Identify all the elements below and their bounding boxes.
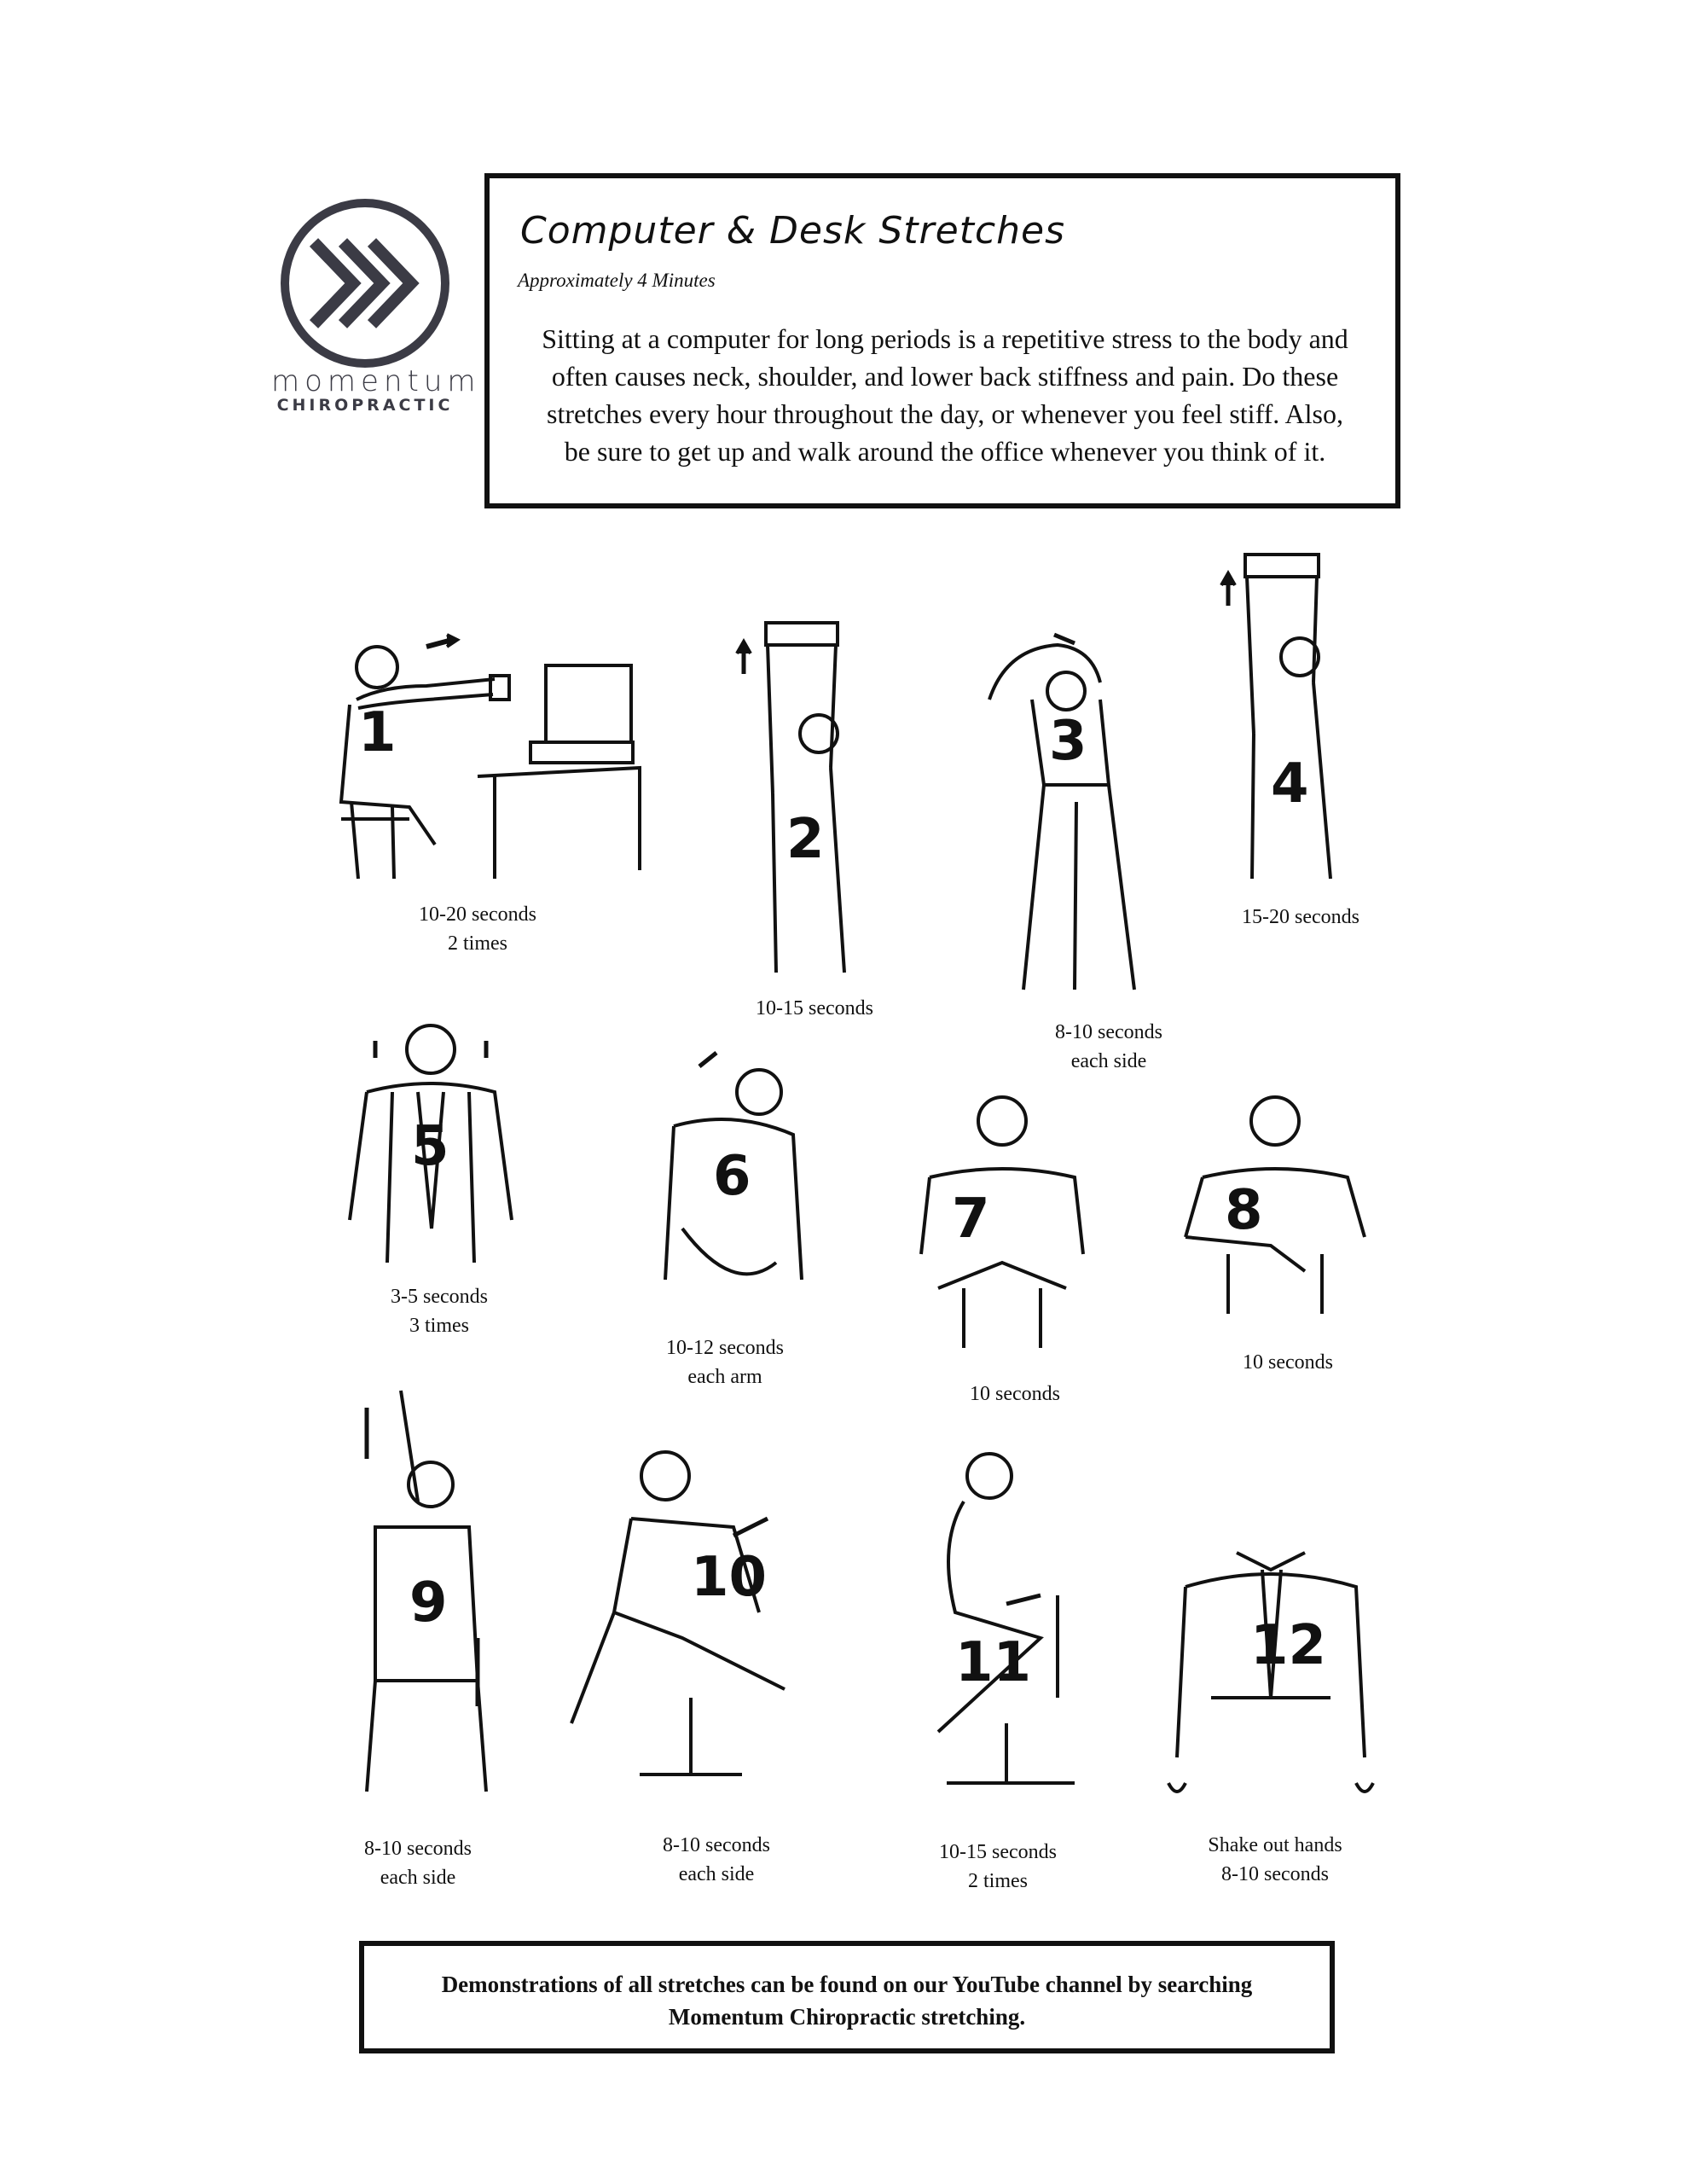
caption-line: each side	[380, 1867, 456, 1889]
stretch-number: 1	[358, 701, 397, 764]
stretch-10-figure: 10	[563, 1442, 793, 1800]
logo-tagline: CHIROPRACTIC	[276, 396, 454, 415]
stretch-1-caption: 10-20 seconds 2 times	[350, 900, 606, 958]
caption-line: 8-10 seconds	[1055, 1021, 1162, 1043]
intro-line: stretches every hour throughout the day,…	[547, 398, 1343, 429]
stretch-7-figure: 7	[904, 1083, 1100, 1356]
intro-text: Sitting at a computer for long periods i…	[510, 320, 1380, 470]
shake-out-hands-illustration: 12	[1167, 1551, 1375, 1793]
stretch-number: 6	[713, 1145, 751, 1208]
stretch-number: 12	[1250, 1614, 1326, 1677]
stretch-7-caption: 10 seconds	[887, 1380, 1143, 1409]
caption-line: 15-20 seconds	[1242, 906, 1359, 928]
header-box: Computer & Desk Stretches Approximately …	[484, 173, 1400, 508]
caption-line: 2 times	[448, 932, 507, 955]
stretch-number: 3	[1049, 710, 1087, 773]
caption-line: each side	[678, 1863, 755, 1885]
footer-note: Demonstrations of all stretches can be f…	[364, 1968, 1330, 2033]
stretch-8-caption: 10 seconds	[1160, 1348, 1416, 1377]
stretch-11-figure: 11	[887, 1442, 1083, 1800]
stretch-12-figure: 12	[1167, 1536, 1375, 1809]
stretch-number: 2	[786, 808, 825, 871]
wrist-press-down-illustration: 7	[919, 1095, 1085, 1348]
stretch-3-figure: 3	[972, 631, 1160, 998]
neck-tilt-behind-back-illustration: 6	[664, 1051, 803, 1281]
stretch-5-figure: 5	[333, 1015, 529, 1271]
stretch-number: 11	[955, 1631, 1031, 1694]
caption-line: 3 times	[409, 1315, 469, 1337]
wrist-flexor-stretch-illustration: 8	[1184, 1095, 1366, 1314]
stretch-number: 9	[409, 1571, 448, 1635]
page-subtitle: Approximately 4 Minutes	[518, 270, 716, 291]
stretch-4-figure: 4	[1211, 529, 1365, 887]
caption-line: each side	[1070, 1050, 1147, 1072]
stretch-10-caption: 8-10 seconds each side	[588, 1831, 844, 1889]
stretch-3-caption: 8-10 seconds each side	[981, 1018, 1237, 1076]
caption-line: 8-10 seconds	[663, 1834, 770, 1856]
stretch-9-figure: 9	[341, 1374, 520, 1809]
stretch-4-caption: 15-20 seconds	[1173, 903, 1429, 932]
caption-line: 2 times	[968, 1870, 1028, 1892]
stretch-11-caption: 10-15 seconds 2 times	[870, 1838, 1126, 1896]
stretch-number: 4	[1271, 752, 1309, 816]
stretch-number: 8	[1225, 1179, 1263, 1242]
stretch-2-caption: 10-15 seconds	[687, 994, 942, 1023]
caption-line: Shake out hands	[1208, 1834, 1342, 1856]
footer-line: Demonstrations of all stretches can be f…	[441, 1972, 1253, 1997]
stretch-number: 5	[411, 1115, 449, 1178]
caption-line: 8-10 seconds	[364, 1838, 472, 1860]
caption-line: 10-15 seconds	[756, 997, 873, 1019]
caption-line: 10-20 seconds	[419, 903, 536, 926]
intro-line: often causes neck, shoulder, and lower b…	[551, 361, 1339, 392]
footer-line: Momentum Chiropractic stretching.	[668, 2004, 1026, 2030]
stretch-number: 7	[952, 1188, 990, 1251]
stretch-9-caption: 8-10 seconds each side	[290, 1834, 546, 1892]
intro-line: Sitting at a computer for long periods i…	[542, 323, 1348, 354]
page-title: Computer & Desk Stretches	[520, 209, 1066, 253]
footer-box: Demonstrations of all stretches can be f…	[359, 1941, 1335, 2053]
logo-brand: momentum	[271, 364, 481, 398]
stretch-6-figure: 6	[648, 1051, 819, 1314]
shoulder-shrug-illustration: 5	[348, 1024, 513, 1263]
side-bend-illustration: 3	[988, 632, 1136, 990]
caption-line: 8-10 seconds	[1221, 1863, 1329, 1885]
caption-line: 10-15 seconds	[939, 1841, 1057, 1863]
seated-twist-illustration: 10	[570, 1450, 786, 1776]
tall-overhead-stretch-illustration: 4	[1220, 553, 1332, 880]
caption-line: 10-12 seconds	[666, 1337, 784, 1359]
stretch-1-figure: 1	[333, 631, 648, 887]
stretch-2-figure: 2	[725, 614, 878, 981]
caption-line: 3-5 seconds	[391, 1286, 488, 1308]
momentum-logo: momentum CHIROPRACTIC	[271, 198, 481, 420]
caption-line: 10 seconds	[1243, 1351, 1333, 1374]
stretch-6-caption: 10-12 seconds each arm	[597, 1333, 853, 1391]
intro-line: be sure to get up and walk around the of…	[564, 436, 1326, 467]
seated-arm-reach-illustration: 1	[339, 633, 641, 880]
caption-line: each arm	[687, 1366, 762, 1388]
chair-back-arch-illustration: 11	[936, 1452, 1075, 1785]
stretch-number: 10	[691, 1546, 767, 1609]
chevrons-logo-icon	[281, 199, 449, 368]
seated-side-reach-illustration: 9	[364, 1390, 488, 1792]
stretch-5-caption: 3-5 seconds 3 times	[311, 1282, 567, 1340]
stretch-8-figure: 8	[1177, 1083, 1373, 1322]
overhead-reach-illustration: 2	[735, 621, 846, 973]
caption-line: 10 seconds	[970, 1383, 1060, 1405]
stretch-12-caption: Shake out hands 8-10 seconds	[1147, 1831, 1403, 1889]
